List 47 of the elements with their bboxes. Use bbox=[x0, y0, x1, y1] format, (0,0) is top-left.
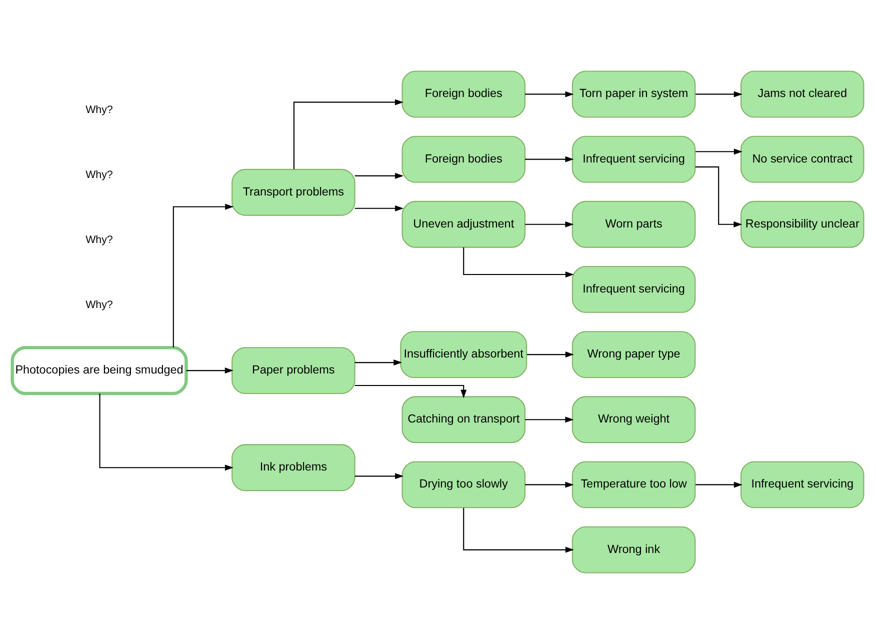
arrow bbox=[99, 393, 234, 470]
arrow bbox=[172, 203, 234, 347]
arrow bbox=[463, 507, 574, 552]
node-box: Foreign bodies bbox=[402, 70, 526, 118]
node-box: Wrong paper type bbox=[572, 330, 696, 378]
arrow bbox=[463, 246, 574, 278]
node-box: Infrequent servicing bbox=[572, 265, 696, 312]
node-box: Paper problems bbox=[232, 346, 356, 394]
label: Why? bbox=[86, 103, 113, 116]
node-box: Torn paper in system bbox=[572, 70, 696, 118]
node-box: Temperature too low bbox=[572, 460, 696, 508]
node-box: Wrong ink bbox=[572, 526, 696, 573]
arrow bbox=[354, 472, 404, 479]
label: Why? bbox=[86, 168, 113, 180]
arrow bbox=[526, 351, 574, 358]
node-box: No service contract bbox=[740, 135, 864, 182]
node-box: Jams not cleared bbox=[740, 70, 864, 118]
node-box: Worn parts bbox=[572, 200, 696, 248]
label: Why? bbox=[86, 298, 113, 311]
node-box: Catching on transport bbox=[402, 396, 526, 443]
label: Why? bbox=[86, 234, 113, 246]
arrow bbox=[354, 172, 404, 178]
node-box: Wrong weight bbox=[572, 396, 696, 443]
arrow bbox=[695, 166, 742, 227]
node-box: Infrequent servicing bbox=[740, 460, 864, 508]
node-box: Photocopies are being smudged bbox=[10, 346, 188, 395]
arrow bbox=[696, 90, 742, 97]
node-box: Uneven adjustment bbox=[402, 200, 526, 248]
arrow bbox=[525, 90, 574, 97]
arrow bbox=[293, 98, 404, 169]
arrow bbox=[525, 416, 574, 422]
node-box: Transport problems bbox=[232, 168, 356, 216]
arrow bbox=[696, 148, 742, 154]
node-box: Drying too slowly bbox=[402, 460, 526, 508]
arrow bbox=[354, 359, 402, 366]
node-box: Ink problems bbox=[232, 444, 356, 491]
arrow bbox=[354, 384, 467, 398]
arrow bbox=[354, 204, 404, 211]
node-box: Foreign bodies bbox=[402, 135, 526, 182]
arrow bbox=[525, 156, 574, 162]
node-box: Responsibility unclear bbox=[740, 200, 864, 248]
node-box: Infrequent servicing bbox=[572, 135, 696, 182]
arrow bbox=[525, 481, 574, 488]
node-box: Insufficiently absorbent bbox=[400, 330, 528, 378]
arrow bbox=[186, 367, 234, 374]
arrow bbox=[525, 220, 574, 227]
arrow bbox=[696, 481, 742, 488]
